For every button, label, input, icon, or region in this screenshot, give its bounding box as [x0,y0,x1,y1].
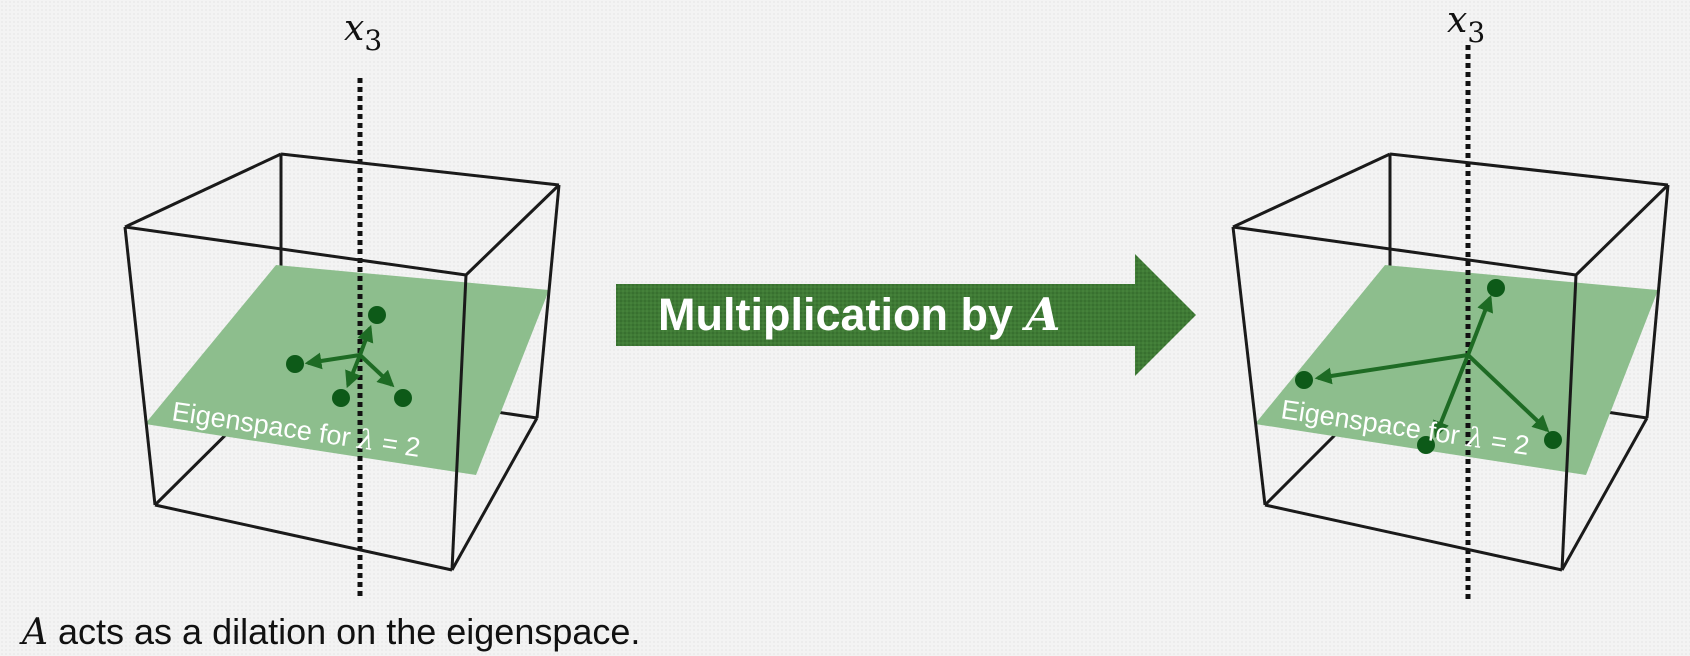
left-vector [304,352,361,370]
right-cube-edge [1389,152,1669,187]
left-vector [358,353,395,388]
left-eigenvectors [304,324,395,389]
right-vector-dots [1295,279,1562,454]
right-vector [1466,294,1493,356]
right-axis-label: x3 [1447,0,1485,49]
left-vector-dot [368,306,386,324]
right-vector [1433,354,1470,439]
left-panel: Eigenspace for λ = 2 x3 [123,8,561,600]
left-cube-edge [464,183,561,277]
right-vector [1466,353,1550,433]
right-vector [1314,353,1469,385]
left-vector-dot [394,389,412,407]
right-vector-dot [1544,431,1562,449]
left-vector-dot [332,389,350,407]
right-vector-dot [1417,436,1435,454]
left-cube-edge [450,417,539,571]
right-cube-edge [1560,417,1649,571]
right-cube-edge [1645,184,1670,419]
transform-arrow-label: Multiplication by A [658,288,1060,341]
left-cube-edge [280,152,560,187]
left-cube-edge [123,226,157,506]
left-vector-dots [286,306,412,407]
left-cube-edge [124,225,467,277]
right-cube-front-edges [1231,152,1670,572]
right-cube-edge [1574,183,1670,277]
right-vector-dot [1487,279,1505,297]
left-cube-front-edges [123,152,561,572]
right-panel: Eigenspace for λ = 2 x3 [1231,0,1670,600]
left-axis-label: x3 [344,8,382,57]
right-cube-edge [1232,152,1391,229]
right-eigenvectors [1314,294,1550,439]
right-cube-edge [1232,225,1577,277]
left-cube-edge [154,503,453,572]
right-arrow-icon [616,254,1196,376]
right-cube-edge [1560,274,1578,571]
left-vector [345,354,362,389]
transform-arrow: Multiplication by A [616,254,1196,376]
left-vector-dot [286,355,304,373]
right-cube-edge [1231,226,1267,506]
caption: A acts as a dilation on the eigenspace. [19,611,640,653]
right-vector-dot [1295,371,1313,389]
right-eigenspace-plane [1255,265,1658,475]
left-vector [357,324,374,356]
left-cube-edge [450,274,468,571]
right-cube-edge [1264,503,1563,572]
left-cube-edge [124,152,282,229]
left-cube-edge [535,184,561,419]
